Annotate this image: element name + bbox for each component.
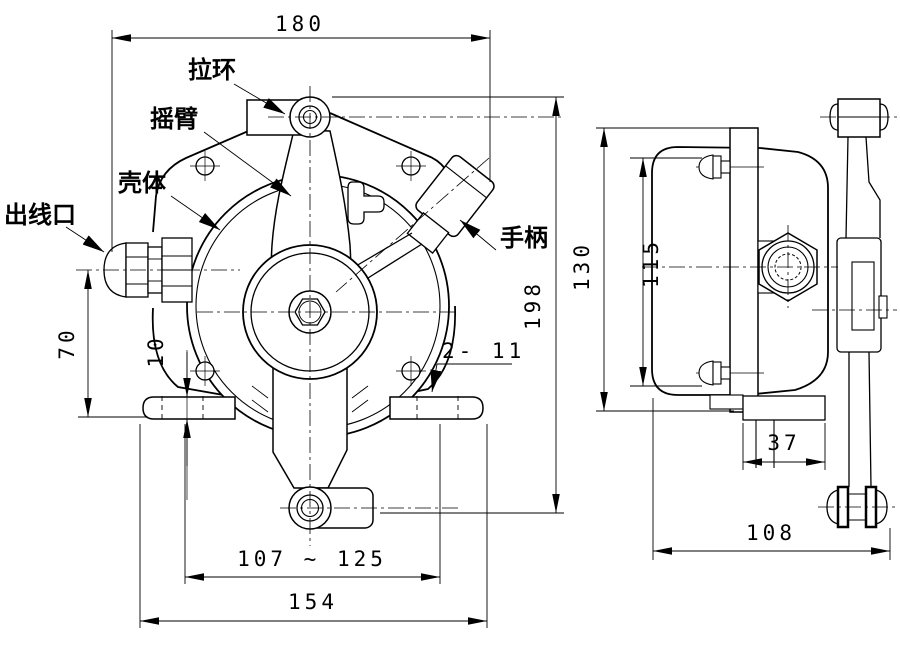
- handle-collar-block: [406, 211, 450, 255]
- base-flange: [742, 395, 826, 421]
- mounting-foot-right: [389, 396, 484, 420]
- handle-chamfer-line: [445, 165, 487, 199]
- screw-washer: [712, 361, 722, 385]
- dim-text-115: 115: [639, 238, 663, 288]
- screw-washer: [712, 155, 722, 179]
- label-housing: 壳体: [117, 169, 221, 231]
- part-labels: 拉环 摇臂 壳体 出线口 手柄: [4, 56, 548, 253]
- hub-hex-nut: [294, 298, 326, 326]
- screw-hole: [190, 151, 220, 181]
- handle-rod-edge: [367, 243, 423, 279]
- housing-bottom-left-edge: [151, 307, 236, 398]
- dim-text-107-125: 107 ~ 125: [237, 547, 387, 571]
- label-rocker-arm: 摇臂: [150, 105, 292, 197]
- dimension-70: 70: [55, 270, 148, 418]
- cover-screw-bottom: [696, 360, 764, 386]
- front-view: [103, 96, 495, 530]
- top-roller: [829, 98, 889, 138]
- mounting-plate: [729, 127, 759, 413]
- svg-text:壳体: 壳体: [117, 169, 167, 197]
- svg-text:摇臂: 摇臂: [150, 105, 198, 133]
- screw-stem: [720, 366, 731, 380]
- callout-mount-holes: 2- 11: [430, 339, 525, 393]
- foot-left-outline: [142, 396, 236, 420]
- centerlines: [76, 86, 897, 546]
- screw-hole: [396, 151, 426, 181]
- column-hatch: [251, 385, 269, 399]
- arm-edge: [845, 136, 849, 239]
- key-slot-cutout: [347, 181, 385, 225]
- dim-text-154: 154: [288, 590, 338, 614]
- dim-text-180: 180: [275, 12, 325, 36]
- cover-screw-top: [696, 154, 764, 180]
- dim-text-10: 10: [144, 334, 168, 367]
- side-view: [651, 98, 889, 529]
- screw-head: [698, 154, 714, 180]
- column-hatch: [351, 399, 369, 413]
- screw-hole: [396, 356, 426, 386]
- column-hatch: [251, 399, 269, 413]
- label-wire-outlet: 出线口: [4, 201, 105, 253]
- clamp-inner: [851, 261, 875, 331]
- svg-text:拉环: 拉环: [188, 56, 236, 84]
- dimensions: 180 198 70 10 107 ~ 125: [55, 12, 891, 628]
- dimension-108: 108: [652, 398, 891, 560]
- housing-screw-holes: [190, 151, 426, 386]
- side-arm-mechanism: [826, 98, 889, 529]
- screw-hole: [190, 356, 220, 386]
- dim-text-130: 130: [570, 241, 594, 291]
- svg-text:手柄: 手柄: [500, 224, 548, 252]
- mounting-foot-left: [142, 396, 236, 420]
- dimension-198: 198: [332, 96, 564, 514]
- arm-lower-edge: [868, 351, 872, 488]
- dim-text-70: 70: [55, 326, 79, 359]
- dimension-107-125: 107 ~ 125: [184, 424, 441, 584]
- dim-text-37: 37: [767, 431, 800, 455]
- arm-edge: [865, 136, 881, 238]
- dimension-180: 180: [111, 12, 491, 252]
- dimension-115: 115: [630, 157, 702, 387]
- base-step: [709, 394, 744, 410]
- clamp-stub: [878, 295, 888, 319]
- housing-bottom-right-edge: [389, 305, 456, 398]
- dim-text-108: 108: [746, 521, 796, 545]
- screw-head: [698, 360, 714, 386]
- dimension-154: 154: [139, 424, 488, 628]
- clamp-bracket: [836, 237, 888, 353]
- housing-top-left-edge: [152, 112, 291, 233]
- label-handle: 手柄: [459, 219, 548, 252]
- callout-text-holes: 2- 11: [442, 339, 525, 363]
- column-hatch: [351, 385, 369, 399]
- foot-right-outline: [389, 396, 484, 420]
- dim-text-198: 198: [521, 280, 545, 330]
- dimension-37: 37: [742, 423, 826, 470]
- dimension-10: 10: [144, 334, 191, 500]
- screw-stem: [720, 160, 731, 174]
- roller-body: [837, 98, 881, 138]
- dimension-130: 130: [570, 127, 738, 412]
- centerline-handle-axis: [335, 157, 490, 293]
- bottom-hinge: [288, 486, 374, 530]
- handle-collar: [406, 211, 450, 255]
- clamp-outline: [836, 237, 882, 353]
- svg-text:出线口: 出线口: [4, 201, 76, 229]
- label-pull-ring: 拉环: [188, 56, 286, 115]
